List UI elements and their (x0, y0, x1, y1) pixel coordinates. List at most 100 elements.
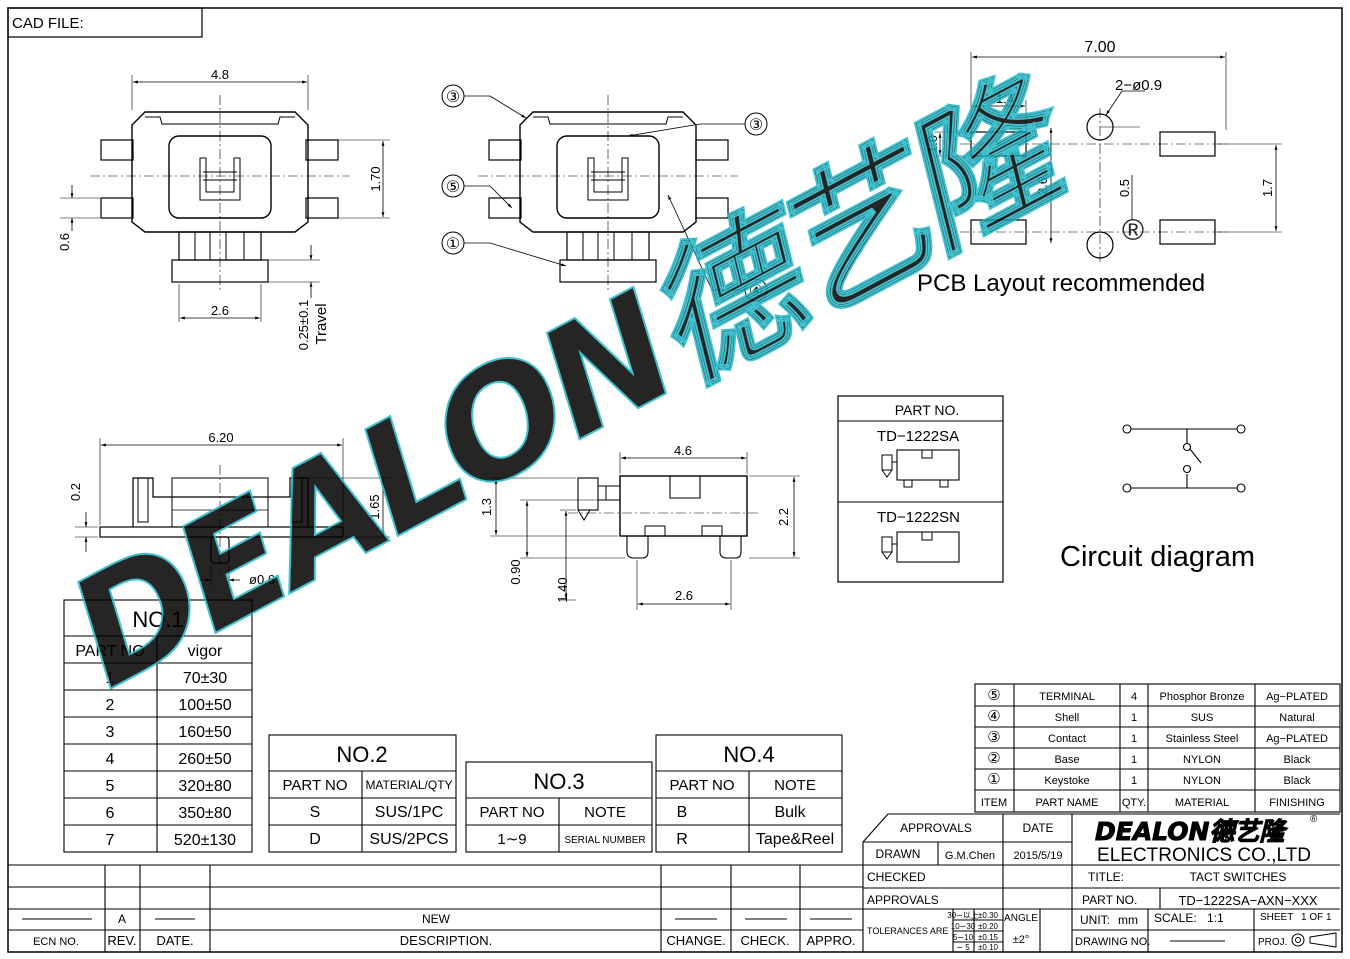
bom-table (974, 683, 1341, 813)
bom-header-cell: ITEM (981, 797, 1007, 809)
no4-row2-part: R (676, 831, 688, 848)
no4-col2: NOTE (774, 777, 816, 794)
tb-date: DATE (1022, 821, 1053, 835)
revision-header-cell: ECN NO. (33, 936, 79, 948)
watermark-text: DEALON德艺隆 (43, 48, 1103, 722)
tb-tol-range-4: ∼ 5 (956, 943, 970, 952)
tb-angle-value: ±2° (1013, 934, 1030, 946)
end-dim-4-6: 4.6 (674, 443, 692, 458)
tb-sheet-label: SHEET (1260, 912, 1293, 923)
bom-cell: Ag−PLATED (1266, 691, 1328, 703)
pcb-dim-7-00: 7.00 (1084, 39, 1115, 56)
bom-cell: Natural (1279, 712, 1314, 724)
no4-row1-part: B (677, 804, 688, 821)
no4-title: NO.4 (723, 742, 774, 767)
dim-travel-label: Travel (313, 303, 330, 344)
tb-drawn-date: 2015/5/19 (1014, 850, 1063, 862)
tb-angle: ANGLE (1004, 913, 1038, 924)
tb-unit-value: mm (1118, 913, 1138, 927)
end-dim-1-3: 1.3 (479, 498, 494, 516)
end-view (490, 452, 800, 610)
dim-pin-0-6: 0.6 (57, 233, 72, 251)
callout-1: ① (446, 236, 460, 253)
tb-tol-value-4: ±0.10 (978, 943, 999, 952)
no1-row-part: 3 (106, 724, 115, 741)
no3-table (465, 761, 653, 853)
circuit-title: Circuit diagram (1060, 541, 1255, 573)
bom-cell: Black (1284, 754, 1311, 766)
no2-row1-value: SUS/1PC (375, 804, 443, 821)
pcb-dim-1-4: 1.4 (996, 91, 1014, 106)
tb-tol-value-2: ±0.20 (978, 922, 999, 931)
pcb-layout (934, 52, 1282, 262)
pcb-dim-2-6: 2.6 (1035, 177, 1050, 195)
no2-row2-part: D (309, 831, 321, 848)
sheet-border (7, 7, 1343, 953)
end-dim-2-2: 2.2 (776, 508, 791, 526)
no4-row1-note: Bulk (774, 804, 806, 821)
tb-tol-range-1: 30∼以上 (947, 911, 979, 920)
callout-view (441, 84, 768, 302)
bom-cell: ④ (987, 708, 1000, 725)
no1-title: NO.1 (132, 607, 183, 632)
no1-table (63, 599, 253, 853)
no1-row-part: 2 (106, 697, 115, 714)
no1-row-value: 160±50 (178, 724, 231, 741)
rev-description: NEW (422, 912, 451, 926)
pcb-dim-1-0: 1.0 (925, 135, 940, 153)
bom-cell: 1 (1131, 733, 1137, 745)
side-dim-stem: ø0.6 (249, 572, 275, 587)
pcb-dim-1-7: 1.7 (1260, 179, 1275, 197)
tb-company: ELECTRONICS CO.,LTD (1097, 845, 1311, 866)
tb-proj-label: PROJ. (1258, 937, 1287, 948)
rev-value: A (118, 912, 126, 926)
side-dim-0-2: 0.2 (68, 483, 83, 501)
revision-block (8, 864, 863, 952)
revision-header-cell: CHANGE. (666, 933, 725, 948)
no3-title: NO.3 (533, 769, 584, 794)
bom-cell: 1 (1131, 754, 1137, 766)
bom-cell: Stainless Steel (1166, 733, 1239, 745)
bom-cell: 1 (1131, 775, 1137, 787)
tb-tol-value-1: ±0.30 (978, 911, 999, 920)
bom-cell: Shell (1055, 712, 1079, 724)
pcb-holes: 2−ø0.9 (1115, 77, 1162, 94)
pcb-dim-0-5: 0.5 (1117, 179, 1132, 197)
part-no-sn: TD−1222SN (877, 509, 960, 526)
bom-cell: Ag−PLATED (1266, 733, 1328, 745)
revision-header-cell: REV. (107, 933, 136, 948)
bom-cell: 1 (1131, 712, 1137, 724)
tb-scale-value: 1:1 (1207, 911, 1224, 925)
no4-table (655, 734, 843, 853)
revision-header-cell: DATE. (156, 933, 193, 948)
bom-cell: Keystoke (1044, 775, 1089, 787)
cad-file-box (7, 7, 203, 38)
pcb-title: PCB Layout recommended (917, 270, 1205, 297)
end-dim-2-6: 2.6 (675, 588, 693, 603)
bom-cell: ③ (987, 729, 1000, 746)
bom-cell: ② (987, 750, 1000, 767)
tb-title-label: TITLE: (1088, 870, 1124, 884)
tb-unit-label: UNIT: (1080, 913, 1110, 927)
no3-col2: NOTE (584, 804, 626, 821)
no1-row-part: 5 (106, 778, 115, 795)
cad-file-label: CAD FILE: (12, 15, 84, 32)
no1-col2: vigor (188, 643, 223, 660)
no2-row1-part: S (310, 804, 321, 821)
bom-cell: TERMINAL (1039, 691, 1095, 703)
tb-checked: CHECKED (867, 870, 926, 884)
bom-cell: NYLON (1183, 775, 1221, 787)
no1-row-value: 520±130 (174, 832, 236, 849)
bom-header-cell: QTY. (1122, 797, 1146, 809)
callout-4: ④ (749, 283, 763, 300)
revision-header-cell: DESCRIPTION. (400, 933, 492, 948)
no1-row-value: 70±30 (183, 670, 227, 687)
no2-row2-value: SUS/2PCS (369, 831, 448, 848)
bom-header-cell: PART NAME (1036, 797, 1099, 809)
bom-cell: Black (1284, 775, 1311, 787)
bom-cell: Contact (1048, 733, 1086, 745)
no1-row-part: 4 (106, 751, 115, 768)
bom-cell: ⑤ (987, 687, 1000, 704)
